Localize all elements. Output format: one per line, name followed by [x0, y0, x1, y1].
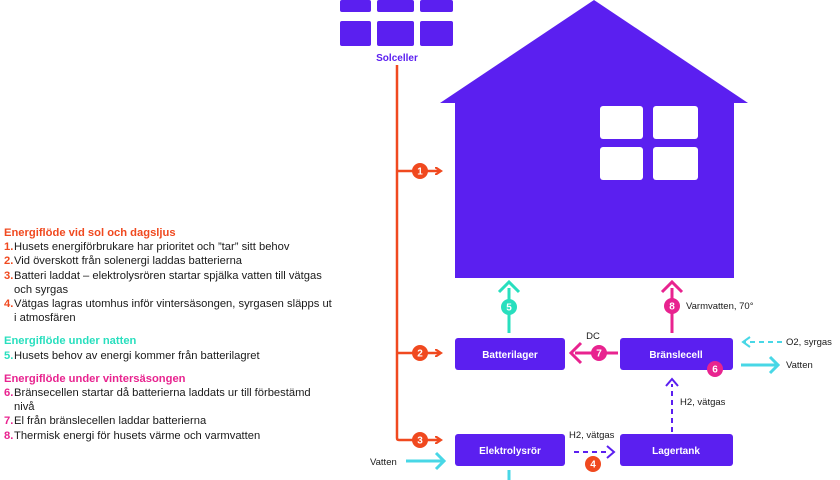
- svg-text:4: 4: [590, 460, 596, 471]
- water-outlet-arrow: [741, 355, 781, 375]
- solar-label: Solceller: [376, 53, 418, 64]
- o2-inlet-arrow: [741, 336, 782, 348]
- legend: Energiflöde vid sol och dagsljus 1. Huse…: [4, 226, 334, 452]
- water-out-label: Vatten: [786, 360, 813, 371]
- legend-item-number: 7.: [4, 415, 14, 428]
- legend-item: 6. Bränsecellen startar då batterierna l…: [4, 386, 334, 414]
- svg-text:6: 6: [712, 365, 718, 376]
- legend-item-text: El från bränslecellen laddar batterierna: [14, 415, 207, 428]
- legend-item-number: 3.: [4, 269, 14, 282]
- o2-label: O2, syrgas: [786, 337, 832, 348]
- legend-title-night: Energiflöde under natten: [4, 335, 137, 348]
- legend-item: 5. Husets behov av energi kommer från ba…: [4, 349, 334, 363]
- fuelcell-node: Bränslecell: [620, 338, 733, 370]
- legend-item: 4. Vätgas lagras utomhus inför vintersäs…: [4, 297, 334, 325]
- water-inlet-arrow: [406, 451, 447, 471]
- solar-panel-icon: [340, 0, 453, 46]
- tank-node: Lagertank: [620, 434, 733, 466]
- legend-item-number: 2.: [4, 255, 14, 268]
- h2-right-label: H2, vätgas: [569, 430, 615, 441]
- solar-supply-line: [395, 65, 440, 440]
- legend-item-text: Bränsecellen startar då batterierna ladd…: [14, 387, 311, 414]
- legend-item: 2. Vid överskott från solenergi laddas b…: [4, 254, 334, 268]
- badge-4: 4: [585, 456, 601, 472]
- legend-title-winter: Energiflöde under vintersäsongen: [4, 372, 186, 385]
- badge-1: 1: [412, 163, 428, 179]
- legend-section-night: Energiflöde under natten 5. Husets behov…: [4, 334, 334, 362]
- h2-up-label: H2, vätgas: [680, 397, 726, 408]
- svg-text:2: 2: [417, 349, 423, 360]
- badge-3: 3: [412, 432, 428, 448]
- fuelcell-label: Bränslecell: [649, 350, 703, 361]
- badge-2: 2: [412, 345, 428, 361]
- legend-item-text: Vid överskott från solenergi laddas batt…: [14, 255, 243, 268]
- legend-item-number: 1.: [4, 241, 14, 254]
- house-icon: [440, 0, 748, 278]
- svg-text:5: 5: [506, 303, 512, 314]
- tank-to-fuelcell-arrow: [665, 377, 679, 432]
- legend-item-number: 8.: [4, 429, 14, 442]
- electrolyzer-to-tank-arrow: [574, 445, 616, 459]
- svg-text:8: 8: [669, 302, 675, 313]
- legend-item: 1. Husets energiförbrukare har prioritet…: [4, 240, 334, 254]
- badge-6: 6: [707, 361, 723, 377]
- legend-item-text: Husets energiförbrukare har prioritet oc…: [14, 241, 290, 254]
- legend-item-number: 5.: [4, 349, 14, 362]
- svg-text:1: 1: [417, 167, 423, 178]
- legend-section-sun: Energiflöde vid sol och dagsljus 1. Huse…: [4, 226, 334, 325]
- dc-label: DC: [586, 331, 600, 342]
- legend-item-number: 4.: [4, 298, 14, 311]
- legend-item: 7. El från bränslecellen laddar batterie…: [4, 414, 334, 428]
- legend-item-text: Vätgas lagras utomhus inför vintersäsong…: [14, 298, 332, 325]
- tank-label: Lagertank: [652, 446, 700, 457]
- legend-item: 8. Thermisk energi för husets värme och …: [4, 429, 334, 443]
- badge-5: 5: [501, 299, 517, 315]
- battery-label: Batterilager: [482, 350, 538, 361]
- water-in-label: Vatten: [370, 457, 397, 468]
- badge-7: 7: [591, 345, 607, 361]
- electrolyzer-node: Elektrolysrör: [455, 434, 565, 466]
- legend-section-winter: Energiflöde under vintersäsongen 6. Brän…: [4, 372, 334, 443]
- legend-title-sun: Energiflöde vid sol och dagsljus: [4, 227, 176, 239]
- battery-node: Batterilager: [455, 338, 565, 370]
- legend-item-number: 6.: [4, 387, 14, 400]
- legend-item: 3. Batteri laddat – elektrolysrören star…: [4, 269, 334, 297]
- hot-water-label: Varmvatten, 70°: [686, 301, 754, 312]
- legend-item-text: Husets behov av energi kommer från batte…: [14, 349, 260, 362]
- svg-text:7: 7: [596, 349, 602, 360]
- svg-text:3: 3: [417, 436, 423, 447]
- electrolyzer-label: Elektrolysrör: [479, 446, 541, 457]
- legend-item-text: Batteri laddat – elektrolysrören startar…: [14, 269, 322, 296]
- badge-8: 8: [664, 298, 680, 314]
- legend-item-text: Thermisk energi för husets värme och var…: [14, 429, 261, 442]
